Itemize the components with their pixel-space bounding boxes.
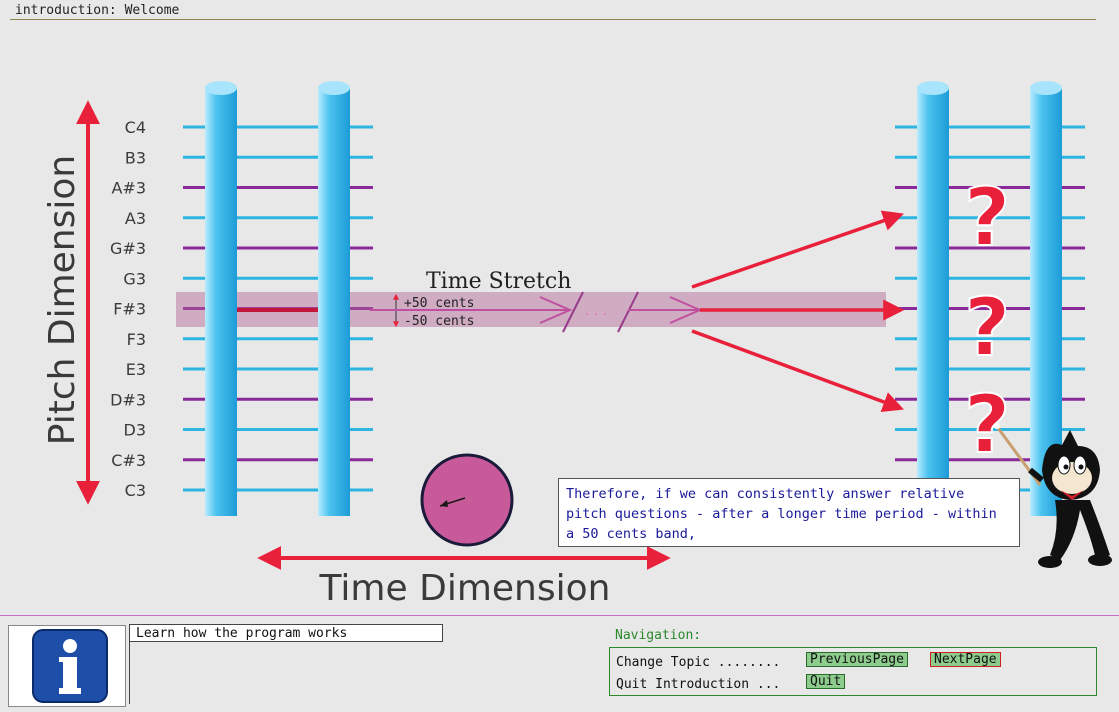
speech-bubble: Therefore, if we can consistently answer…	[558, 478, 1020, 547]
note-label: F#3	[113, 300, 146, 319]
note-label: F3	[127, 330, 146, 349]
note-label: C3	[125, 481, 146, 500]
plus-cents-label: +50 cents	[404, 296, 474, 311]
note-label: B3	[125, 148, 146, 167]
cat-mascot-icon	[994, 423, 1112, 568]
arrow-up	[691, 210, 904, 289]
previous-page-button[interactable]: PreviousPage	[806, 652, 908, 667]
note-label: A#3	[111, 179, 146, 198]
description-divider	[129, 642, 130, 704]
pitch-axis-label: Pitch Dimension	[42, 155, 83, 445]
break-mark-1	[562, 291, 584, 333]
info-icon	[32, 629, 108, 703]
note-label: D#3	[110, 390, 146, 409]
footer-divider	[0, 615, 1119, 616]
note-label: C4	[125, 118, 146, 137]
right-column-1	[917, 81, 949, 508]
note-label: C#3	[111, 451, 146, 470]
question-mark-3: ?	[964, 378, 1010, 471]
navigation-panel: Change Topic ........ Quit Introduction …	[609, 647, 1097, 696]
break-dots: . . .	[585, 303, 607, 319]
arrow-down	[691, 329, 904, 413]
left-column-1	[205, 81, 237, 516]
window-title: introduction: Welcome	[15, 3, 180, 18]
pitch-diagram: Pitch Dimension C4B3A#3A3G#3G3F#3F3E3D#3…	[42, 81, 1112, 609]
topic-description: Learn how the program works	[129, 624, 443, 642]
navigation-label: Navigation:	[615, 628, 702, 643]
title-bar: introduction: Welcome	[0, 0, 1119, 22]
right-column-2	[1030, 81, 1062, 516]
note-label: A3	[125, 209, 146, 228]
title-divider	[10, 19, 1096, 20]
question-mark-1: ?	[964, 171, 1010, 264]
note-label: G#3	[110, 239, 146, 258]
break-mark-2	[617, 291, 639, 333]
stretch-arrow-1	[370, 296, 573, 324]
time-axis-label: Time Dimension	[319, 568, 611, 609]
next-page-button[interactable]: NextPage	[930, 652, 1001, 667]
info-panel	[8, 625, 126, 707]
quit-button[interactable]: Quit	[806, 674, 846, 689]
note-label: E3	[126, 360, 146, 379]
note-label: D3	[124, 421, 147, 440]
clock-icon	[420, 453, 514, 547]
left-column-2	[318, 81, 350, 516]
quit-introduction-label: Quit Introduction ...	[616, 677, 781, 692]
change-topic-label: Change Topic ........	[616, 655, 781, 670]
speech-bubble-text: Therefore, if we can consistently answer…	[566, 486, 997, 542]
minus-cents-label: -50 cents	[404, 314, 474, 329]
question-mark-2: ?	[964, 281, 1010, 374]
time-stretch-label: Time Stretch	[426, 269, 571, 294]
note-label: G3	[123, 269, 146, 288]
